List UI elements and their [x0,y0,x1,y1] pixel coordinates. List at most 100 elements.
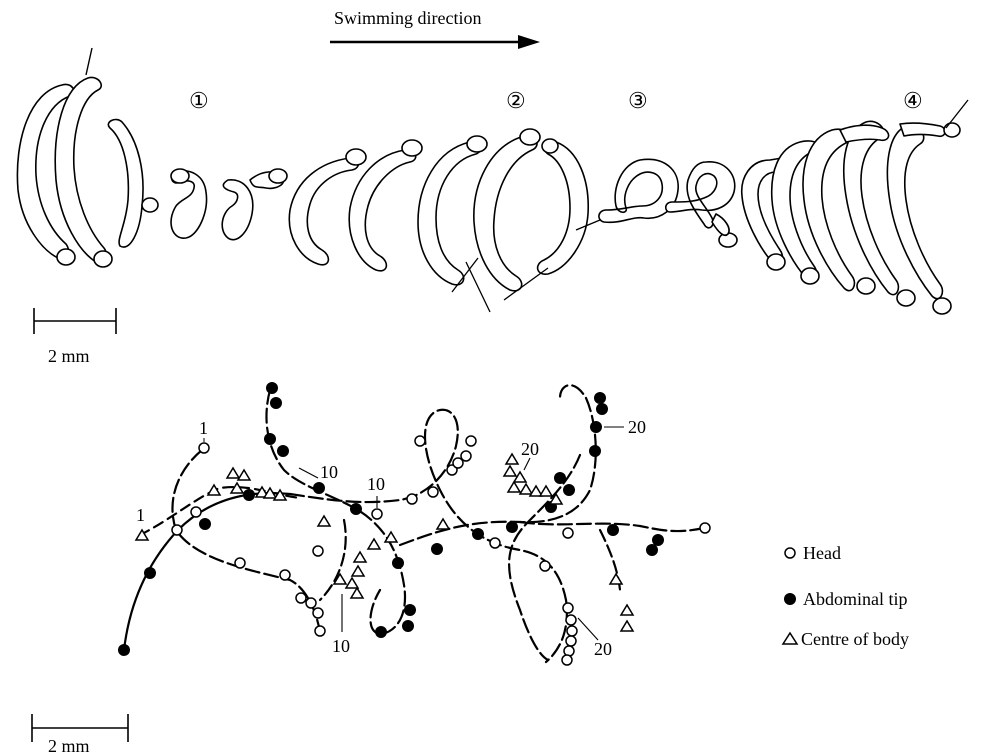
abdominal-marker [652,534,664,546]
head-marker [700,523,710,533]
centre-marker [351,588,363,598]
head-10-label: 10 [367,474,385,494]
abdominal-marker [270,397,282,409]
abdominal-marker [589,445,601,457]
abdominal-marker [404,604,416,616]
abdominal-marker [375,626,387,638]
abdominal-marker [646,544,658,556]
larva-posture [349,150,415,271]
centre-marker [346,578,358,588]
abdominal-marker [431,543,443,555]
centre-marker [506,454,518,464]
legend-item-head: Head [785,543,841,563]
centre-start-label: 1 [136,505,145,525]
head-20-label: 20 [594,639,612,659]
centre-marker [540,486,552,496]
legend-label-abdominal: Abdominal tip [803,589,908,609]
head-marker [172,525,182,535]
direction-arrow [330,35,540,49]
top-scale-bar [34,308,116,334]
open-triangle-icon [783,633,797,644]
centre-marker [508,482,520,492]
head-marker [466,436,476,446]
head-marker [306,598,316,608]
head-marker [407,494,417,504]
centre-marker [354,552,366,562]
abdominal-loop [266,390,405,634]
abdominal-marker [607,524,619,536]
centre-marker [368,539,380,549]
larva-head [94,251,112,267]
abdominal-marker [472,528,484,540]
head-marker [235,558,245,568]
abdominal-marker [563,484,575,496]
larva-posture [55,77,106,262]
head-marker [567,626,577,636]
legend-label-centre: Centre of body [801,629,909,649]
centre-marker [520,484,532,494]
centre-marker [610,574,622,584]
centre-marker [238,470,250,480]
centre-marker [274,490,286,500]
stage-label-1: ① [189,88,209,113]
centre-marker [227,468,239,478]
head-marker [415,436,425,446]
abdominal-marker [392,557,404,569]
abdominal-marker [199,518,211,530]
filled-circle-icon [784,593,796,605]
head-marker [461,451,471,461]
head-marker [191,507,201,517]
centre-marker [352,566,364,576]
abdominal-marker [266,382,278,394]
abdominal-marker [590,421,602,433]
abdominal-loop-2 [400,385,596,545]
larva-posture [538,141,589,274]
abdominal-marker [264,433,276,445]
centre-marker [318,516,330,526]
head-marker [566,615,576,625]
head-marker [280,570,290,580]
abdominal-marker [313,482,325,494]
head-marker [372,509,382,519]
centre-marker [437,519,449,529]
head-start-label: 1 [199,418,208,438]
top-scale-label: 2 mm [48,346,90,366]
abdominal-marker [594,392,606,404]
legend-item-centre: Centre of body [783,629,909,649]
larva-posture [474,135,537,291]
larva-posture [289,158,358,265]
bottom-scale-label: 2 mm [48,736,90,753]
abdominal-marker [554,472,566,484]
head-marker [296,593,306,603]
direction-label: Swimming direction [334,8,482,28]
centre-20-label: 20 [521,439,539,459]
head-marker [199,443,209,453]
abdominal-marker [350,503,362,515]
larva-posture [222,180,253,240]
larva-posture [418,141,481,285]
abdominal-marker [402,620,414,632]
abdominal-marker [118,644,130,656]
abdominal-marker [277,445,289,457]
abdominal-marker [144,567,156,579]
head-marker [490,538,500,548]
head-marker [563,528,573,538]
head-marker [540,561,550,571]
head-marker [315,626,325,636]
legend: Head Abdominal tip Centre of body [783,543,909,649]
centre-marker [621,621,633,631]
centre-10-label: 10 [332,636,350,656]
centre-marker [504,466,516,476]
legend-label-head: Head [803,543,841,563]
larva-posture [887,125,942,298]
centre-marker [514,472,526,482]
legend-item-abdominal: Abdominal tip [784,589,908,609]
abdominal-marker [506,521,518,533]
abdominal-20-label: 20 [628,417,646,437]
centre-marker [208,485,220,495]
head-marker [428,487,438,497]
stage-label-4: ④ [903,88,923,113]
abdominal-10-label: 10 [320,462,338,482]
larva-posture [599,159,678,222]
